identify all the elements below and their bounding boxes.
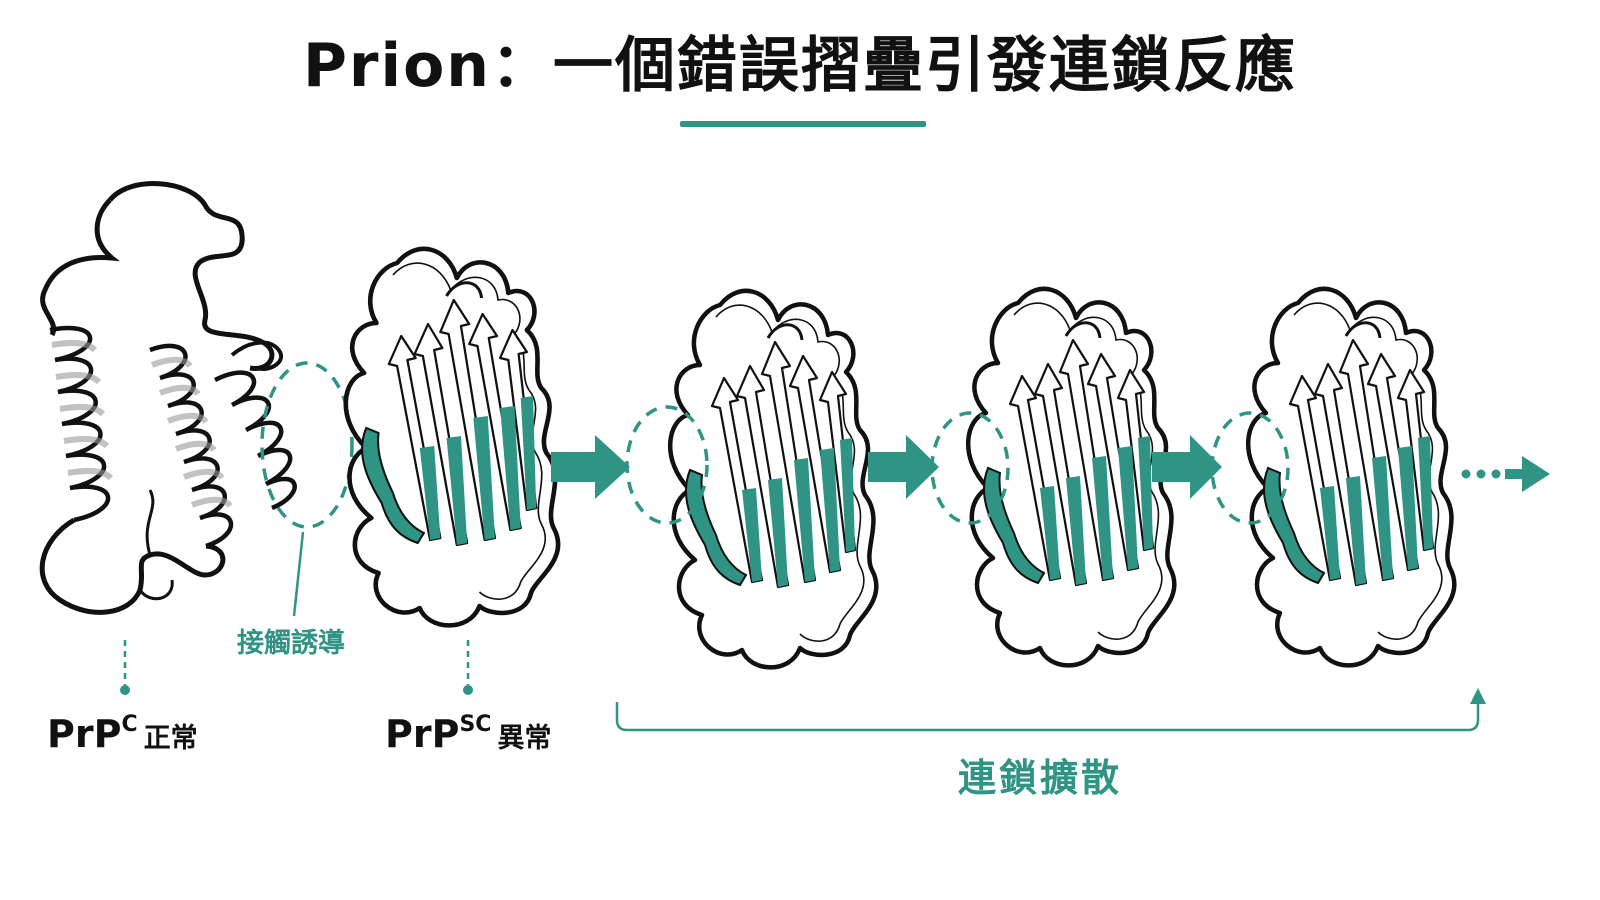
prpsc-abnormal-protein [346,249,558,626]
prpc-leader-dot [120,685,130,695]
contact-zone-ellipse-4 [1210,411,1290,525]
propagation-arrow-2 [868,435,939,499]
contact-zone-ellipse [260,361,354,529]
title-underline [680,121,926,127]
contact-zone-ellipse-3 [930,411,1010,525]
prpc-label-superscript: C [121,712,138,737]
continuation-arrow [1461,456,1550,492]
prpsc-leader-dot [463,685,473,695]
prpsc-label-suffix: 異常 [497,723,552,754]
page-title: Prion：一個錯誤摺疊引發連鎖反應 [302,31,1298,101]
chain-spread-label: 連鎖擴散 [958,756,1123,800]
prpsc-label-main: PrP [385,712,460,756]
contact-zone-ellipse-2 [625,405,709,525]
converted-protein-3 [1248,289,1454,666]
contact-induction-label: 接觸誘導 [237,628,345,659]
propagation-arrow-1 [551,435,630,499]
propagation-arrow-3 [1152,435,1222,499]
prpc-label-main: PrP [47,712,122,756]
converted-protein-2 [968,289,1174,666]
spread-bracket [615,700,1480,732]
prpc-label-suffix: 正常 [143,723,198,754]
contact-pointer-line [292,531,305,617]
prpsc-label-superscript: SC [459,712,492,737]
converted-protein-1 [670,291,876,668]
spread-bracket-arrowhead [1470,688,1486,704]
prpc-normal-protein [39,181,297,615]
